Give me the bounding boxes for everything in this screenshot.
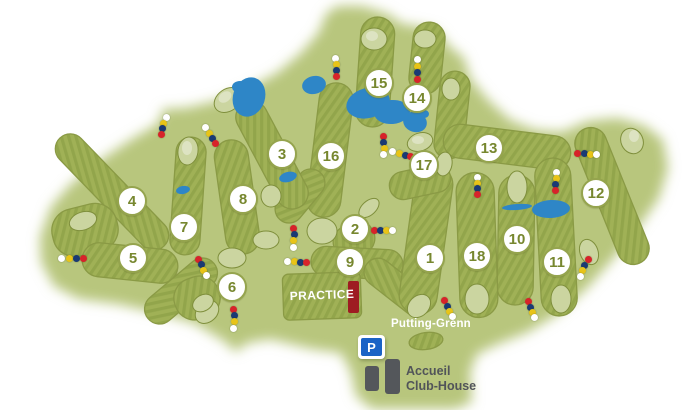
parking-sign-letter: P [361,338,382,356]
clubhouse-label: Accueil Club-House [406,364,476,394]
clubhouse-label-line1: Accueil [406,364,451,378]
parking-sign: P [358,335,385,359]
bunker-highlights [182,31,639,155]
putting-green-shape [408,331,444,351]
water-layer [176,75,570,219]
clubhouse-building-small [365,366,379,391]
buildings-layer [348,281,400,394]
putting-green-label: Putting-Grenn [391,318,471,330]
clubhouse-building-large [385,359,400,394]
practice-area [281,271,363,321]
practice-area-label: PRACTICE [289,286,355,304]
practice-building [348,281,359,313]
clubhouse-label-line2: Club-House [406,379,477,393]
